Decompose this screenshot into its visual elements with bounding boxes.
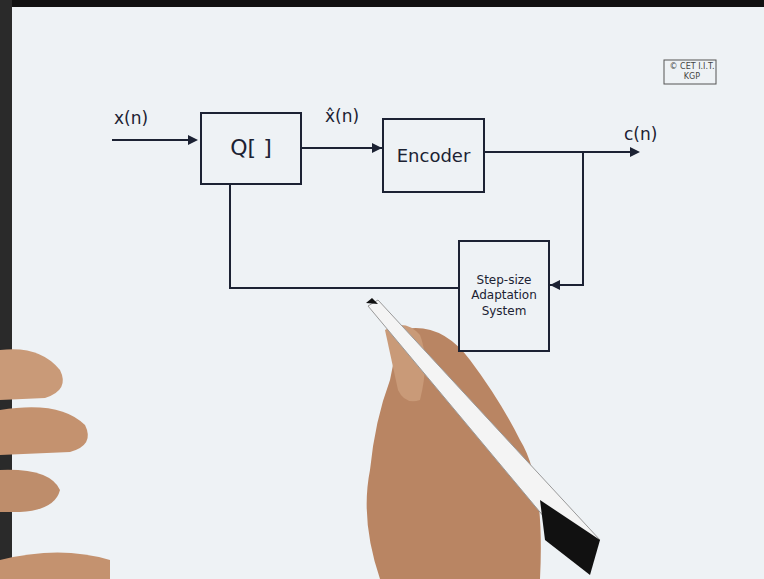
top-band — [0, 0, 764, 7]
node-text: Step-size Adaptation System — [460, 273, 548, 320]
arrowhead — [372, 143, 382, 153]
finger — [0, 553, 110, 579]
connector — [302, 143, 382, 153]
finger — [0, 349, 63, 400]
encoder-box: Encoder — [382, 118, 485, 193]
input-line — [112, 139, 196, 141]
watermark: © CET I.I.T. KGP — [666, 62, 718, 81]
finger — [0, 407, 88, 455]
signal-name: c(n) — [622, 124, 659, 144]
connector — [230, 185, 458, 288]
arrowhead — [550, 280, 560, 290]
quantizer-box: Q[ ] — [200, 112, 302, 185]
marker-tip — [366, 298, 378, 304]
arrowhead — [630, 147, 640, 157]
arrowhead — [188, 135, 198, 145]
marker-cap — [540, 500, 600, 575]
node-text: Q[ ] — [227, 134, 274, 163]
adaptation-box: Step-size Adaptation System — [458, 240, 550, 352]
signal-name: x(n) — [112, 108, 150, 128]
output-line — [583, 151, 636, 153]
connector-line — [302, 147, 382, 149]
signal-name: x̂(n) — [323, 106, 361, 126]
finger — [0, 470, 60, 512]
connector-line — [230, 185, 458, 288]
node-text: Encoder — [394, 144, 474, 167]
